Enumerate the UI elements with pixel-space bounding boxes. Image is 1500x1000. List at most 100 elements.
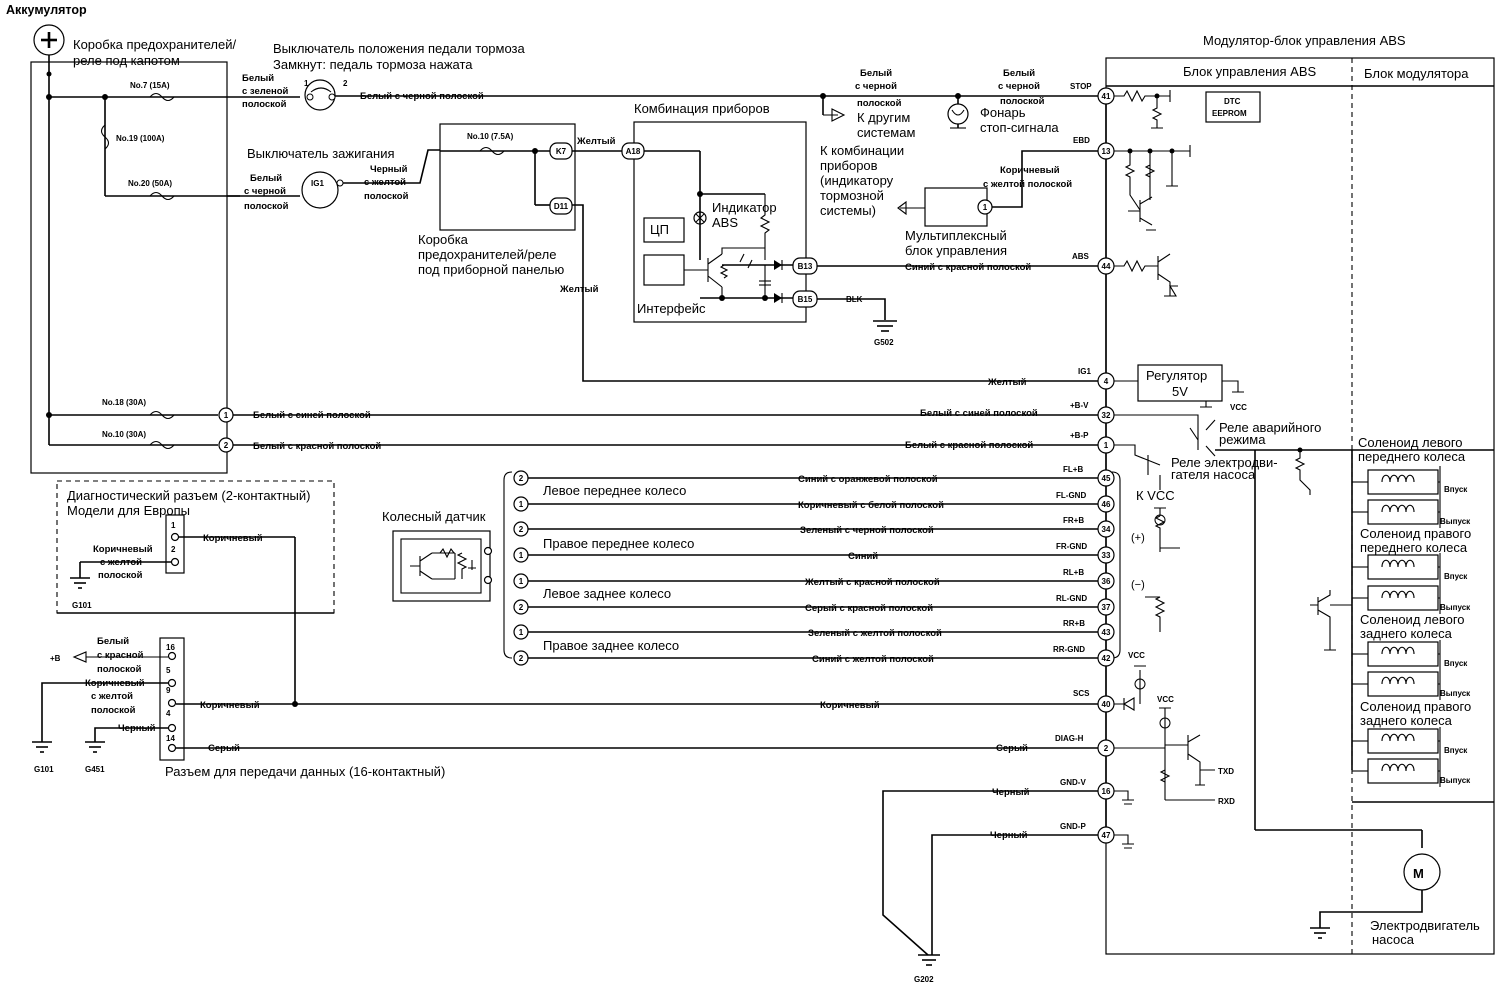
ig-by-1: Черный	[370, 164, 408, 175]
to-combi-3: (индикатору	[820, 173, 894, 188]
wheel-rl: Левое заднее колесо	[543, 586, 671, 601]
svg-text:ABS: ABS	[1072, 252, 1090, 261]
svg-text:16: 16	[1102, 787, 1111, 796]
arrow-to-other-systems	[823, 108, 846, 122]
svg-text:FL+B: FL+B	[1063, 465, 1083, 474]
svg-text:IG1: IG1	[1078, 367, 1091, 376]
stop-lamp-2: стоп-сигнала	[980, 120, 1059, 135]
diag-by-3: полоской	[98, 570, 143, 581]
cpu-label: ЦП	[650, 222, 669, 237]
sensor-wire-row-2: 2 Зеленый с черной полоской FR+B 34	[513, 516, 1115, 538]
svg-text:4: 4	[166, 709, 171, 718]
svg-text:RR+B: RR+B	[1063, 619, 1085, 628]
solenoid-fl-2: переднего колеса	[1358, 449, 1466, 464]
svg-text:Впуск: Впуск	[1444, 659, 1468, 668]
wheel-rr: Правое заднее колесо	[543, 638, 679, 653]
arrow-to-combi	[897, 200, 925, 216]
svg-text:IG1: IG1	[311, 179, 324, 188]
solenoid-rr-1: Соленоид правого	[1360, 699, 1471, 714]
svg-text:1: 1	[519, 500, 524, 509]
minus-sign: (−)	[1131, 579, 1145, 591]
instrument-cluster-box	[633, 121, 807, 323]
svg-text:42: 42	[1102, 654, 1111, 663]
svg-text:2: 2	[1104, 744, 1109, 753]
svg-text:1: 1	[171, 521, 176, 530]
pin-diagh-2: 2 DIAG-H	[1055, 734, 1115, 757]
svg-text:1: 1	[983, 203, 988, 212]
wire-wg-3: полоской	[242, 99, 287, 110]
wire-wg-1: Белый	[242, 73, 274, 84]
dash-box-label-3: под приборной панелью	[418, 262, 565, 277]
fuse-no18-label: No.18 (30A)	[102, 398, 146, 407]
pin-abs-44: 44 ABS	[1072, 252, 1115, 275]
fuse-no20: No.20 (50A)	[128, 179, 175, 201]
svg-text:FR-GND: FR-GND	[1056, 542, 1087, 551]
wire-brown-yellow-2: с желтой полоской	[983, 179, 1072, 190]
svg-text:1: 1	[1104, 441, 1109, 450]
modulator-title: Модулятор-блок управления ABS	[1203, 33, 1406, 48]
pin-underhood-1: 1	[218, 407, 234, 423]
svg-text:2: 2	[171, 545, 176, 554]
svg-text:16: 16	[166, 643, 175, 652]
conn-a18: A18	[626, 147, 641, 156]
svg-text:GND-P: GND-P	[1060, 822, 1086, 831]
svg-text:1: 1	[519, 551, 524, 560]
other-systems-2: системам	[857, 125, 915, 140]
sensor-wire-row-3: 1 Синий FR-GND 33	[513, 542, 1115, 564]
wire-brown-dlc: Коричневый	[200, 700, 260, 711]
svg-text:Впуск: Впуск	[1444, 485, 1468, 494]
sensor-wire-row-6: 1 Зеленый с желтой полоской RR+B 43	[513, 619, 1115, 641]
combi-title: Комбинация приборов	[634, 101, 770, 116]
svg-text:Синий с желтой полоской: Синий с желтой полоской	[812, 654, 934, 665]
fuse-no7-label: No.7 (15A)	[130, 81, 170, 90]
conn-k7: K7	[556, 147, 567, 156]
wire-white-red-right: Белый с красной полоской	[905, 440, 1033, 451]
wheel-fl: Левое переднее колесо	[543, 483, 686, 498]
svg-text:34: 34	[1102, 525, 1111, 534]
wb-right-1: Белый	[1003, 68, 1035, 79]
wheel-sensor-label: Колесный датчик	[382, 509, 486, 524]
wire-yellow-top: Желтый	[576, 136, 616, 147]
plus-sign: (+)	[1131, 532, 1145, 544]
solenoid-fr-2: переднего колеса	[1360, 540, 1468, 555]
svg-text:2: 2	[343, 79, 348, 88]
sensor-wire-row-0: 2 Синий с оранжевой полоской FL+B 45	[513, 465, 1115, 487]
interface-label: Интерфейс	[637, 301, 706, 316]
svg-text:RL+B: RL+B	[1063, 568, 1084, 577]
valve-coil-fr-in: Впуск	[1352, 553, 1468, 583]
ground-g101-dlc-icon	[32, 741, 52, 753]
brake-switch-title: Выключатель положения педали тормоза	[273, 41, 526, 56]
pin-ebd-13: 13 EBD	[1073, 136, 1115, 160]
fuse-no20-label: No.20 (50A)	[128, 179, 172, 188]
dlc-by-3: полоской	[91, 705, 136, 716]
svg-text:STOP: STOP	[1070, 82, 1092, 91]
valve-coil-fr-out: Выпуск	[1352, 583, 1471, 614]
wire-wg-2: с зеленой	[242, 86, 289, 97]
dlc-by-2: с желтой	[91, 691, 133, 702]
svg-text:1: 1	[519, 577, 524, 586]
ig-wb-1: Белый	[250, 173, 282, 184]
wire-black-gndv: Черный	[992, 787, 1030, 798]
ground-g101-diag-icon	[70, 577, 90, 589]
to-combi-4: тормозной	[820, 188, 884, 203]
svg-text:46: 46	[1102, 500, 1111, 509]
dtc-eeprom-box	[1205, 91, 1261, 123]
motor-label-2: насоса	[1372, 932, 1415, 947]
svg-text:5: 5	[166, 666, 171, 675]
abs-indicator-1: Индикатор	[712, 200, 777, 215]
battery-label: Аккумулятор	[6, 3, 87, 17]
ig-by-3: полоской	[364, 191, 409, 202]
svg-text:Выпуск: Выпуск	[1440, 689, 1471, 698]
wire-gray-diag: Серый	[996, 743, 1028, 754]
ignition-switch-icon: IG1	[301, 171, 344, 209]
vcc-scs: VCC	[1128, 651, 1145, 660]
svg-text:Выпуск: Выпуск	[1440, 603, 1471, 612]
dlc-title: Разъем для передачи данных (16-контактны…	[165, 764, 445, 779]
wire-black-dlc: Черный	[118, 723, 156, 734]
ground-g451-icon	[85, 741, 105, 753]
brake-pedal-switch-icon: 1 2	[304, 79, 348, 111]
svg-text:Зеленый с черной полоской: Зеленый с черной полоской	[800, 525, 934, 536]
svg-text:FR+B: FR+B	[1063, 516, 1084, 525]
pin-ig1-4: 4 IG1	[1078, 367, 1115, 390]
svg-text:44: 44	[1102, 262, 1111, 271]
